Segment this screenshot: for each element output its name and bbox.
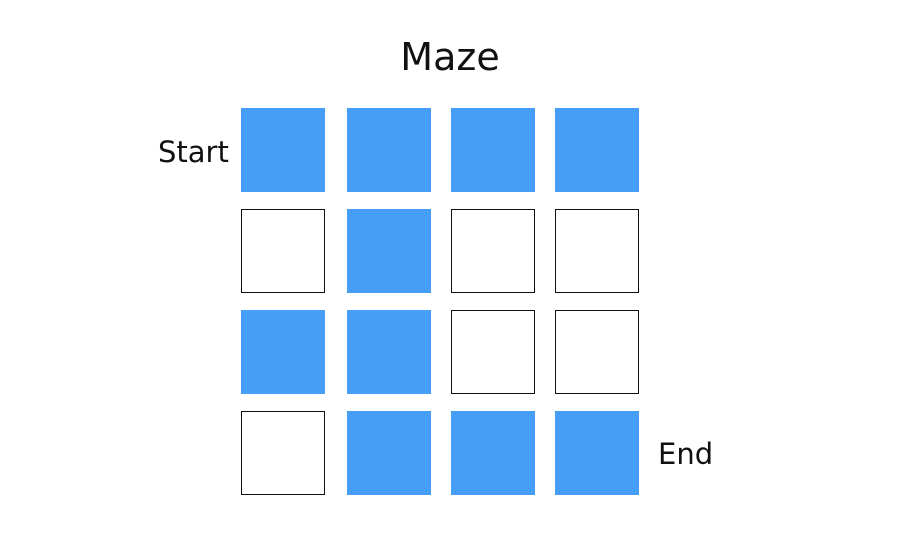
maze-grid [241, 108, 639, 495]
maze-title: Maze [400, 35, 500, 79]
end-label: End [658, 437, 714, 471]
path-cell-r1-c3 [451, 108, 535, 192]
path-cell-r4-c3 [451, 411, 535, 495]
open-cell-r2-c1 [241, 209, 325, 293]
path-cell-r4-c2 [347, 411, 431, 495]
open-cell-r3-c3 [451, 310, 535, 394]
open-cell-r2-c4 [555, 209, 639, 293]
open-cell-r4-c1 [241, 411, 325, 495]
path-cell-r1-c1 [241, 108, 325, 192]
path-cell-r3-c2 [347, 310, 431, 394]
start-label: Start [158, 135, 229, 169]
path-cell-r2-c2 [347, 209, 431, 293]
path-cell-r4-c4 [555, 411, 639, 495]
path-cell-r1-c2 [347, 108, 431, 192]
path-cell-r3-c1 [241, 310, 325, 394]
path-cell-r1-c4 [555, 108, 639, 192]
open-cell-r3-c4 [555, 310, 639, 394]
open-cell-r2-c3 [451, 209, 535, 293]
